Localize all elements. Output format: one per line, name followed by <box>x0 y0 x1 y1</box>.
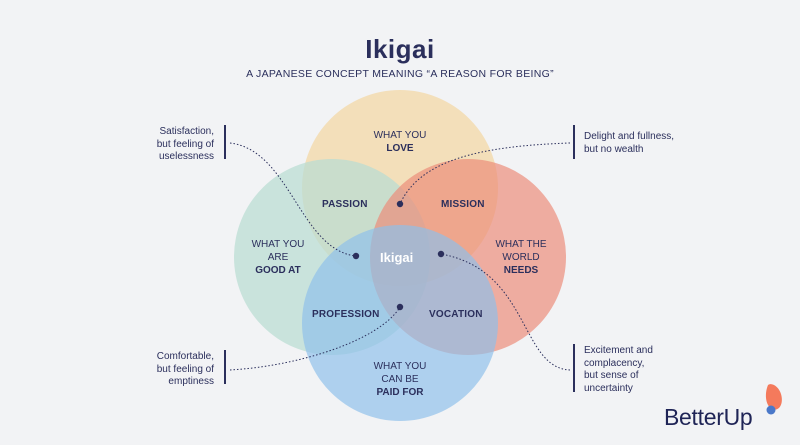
note-bottom-right-line4: uncertainty <box>584 382 633 394</box>
label-love: WHAT YOU LOVE <box>360 129 440 155</box>
page-title: Ikigai <box>365 34 435 64</box>
section-passion: PASSION <box>322 199 368 210</box>
connector-bottom-right <box>440 253 571 371</box>
section-ikigai-center: Ikigai <box>380 250 414 265</box>
note-top-right-line2: but no wealth <box>584 143 644 155</box>
connector-bottom-left <box>229 306 401 371</box>
circle-paid-for <box>302 225 498 421</box>
note-top-left-line2: but feeling of <box>156 138 214 150</box>
connector-top-right <box>399 142 571 205</box>
section-mission: MISSION <box>441 199 485 210</box>
note-bottom-left: Comfortable, but feeling of emptiness <box>110 351 214 389</box>
label-love-line1: WHAT YOU <box>373 130 427 141</box>
note-top-left-bar <box>224 125 226 159</box>
label-love-line2: LOVE <box>386 143 414 154</box>
note-bottom-right-bar <box>573 344 575 392</box>
label-good-at: WHAT YOU ARE GOOD AT <box>238 238 318 277</box>
section-profession: PROFESSION <box>312 309 380 320</box>
note-bottom-right-line1: Excitement and <box>584 345 653 356</box>
note-top-right-bar <box>573 125 575 159</box>
note-bottom-left-line3: emptiness <box>168 376 214 387</box>
betterup-logo-mark <box>765 384 782 415</box>
dot-profession-vocation <box>396 303 404 311</box>
note-top-right-line1: Delight and fullness, <box>584 131 675 142</box>
label-world-needs: WHAT THE WORLD NEEDS <box>481 238 561 277</box>
label-paid-for-line1: WHAT YOU <box>373 361 427 372</box>
note-bottom-right-line3: but sense of <box>584 370 639 381</box>
dot-passion-profession <box>352 252 360 260</box>
note-bottom-right-line2: complacency, <box>584 357 645 369</box>
note-top-left: Satisfaction, but feeling of uselessness <box>110 126 214 164</box>
label-good-at-line2: ARE <box>267 252 289 263</box>
label-world-needs-line3: NEEDS <box>503 265 539 276</box>
note-bottom-left-line2: but feeling of <box>156 363 214 375</box>
label-good-at-line3: GOOD AT <box>255 265 301 276</box>
label-paid-for-line3: PAID FOR <box>376 387 424 398</box>
dot-passion-mission <box>396 200 404 208</box>
betterup-logo-text: BetterUp <box>664 404 753 430</box>
note-bottom-left-line1: Comfortable, <box>156 351 214 362</box>
note-top-left-line3: uselessness <box>158 151 214 162</box>
label-world-needs-line2: WORLD <box>502 252 540 263</box>
connector-top-left <box>229 142 357 257</box>
page-subtitle: A JAPANESE CONCEPT MEANING “A REASON FOR… <box>246 68 554 80</box>
label-paid-for-line2: CAN BE <box>381 374 419 385</box>
label-paid-for: WHAT YOU CAN BE PAID FOR <box>360 360 440 399</box>
note-bottom-left-bar <box>224 350 226 384</box>
note-top-right: Delight and fullness, but no wealth <box>584 131 724 156</box>
note-top-left-line1: Satisfaction, <box>159 126 214 137</box>
label-good-at-line1: WHAT YOU <box>251 239 305 250</box>
dot-mission-vocation <box>437 250 445 258</box>
section-vocation: VOCATION <box>429 309 483 320</box>
label-world-needs-line1: WHAT THE <box>495 239 547 250</box>
note-bottom-right: Excitement and complacency, but sense of… <box>584 345 724 395</box>
